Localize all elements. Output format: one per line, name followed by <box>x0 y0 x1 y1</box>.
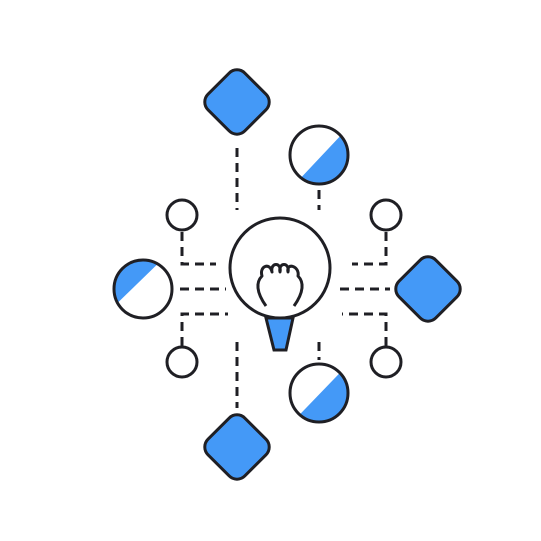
connector-lower-right <box>342 312 388 346</box>
diamond-node-icon <box>394 255 462 323</box>
connector-upper-right <box>352 232 388 266</box>
lightbulb-filament <box>256 263 304 307</box>
half-filled-circle-icon <box>288 124 350 186</box>
diamond-nodes <box>203 68 462 481</box>
diamond-node-icon <box>203 68 271 136</box>
connector-upper-left <box>180 232 216 266</box>
connector-lower-left <box>180 312 228 346</box>
small-circle-icon <box>165 345 199 379</box>
small-circle-nodes <box>165 198 403 379</box>
lightbulb-icon <box>228 216 332 352</box>
half-filled-circle-icon <box>112 258 174 320</box>
small-circle-icon <box>369 198 403 232</box>
small-circle-icon <box>369 345 403 379</box>
half-filled-circle-icon <box>288 362 350 424</box>
diamond-node-icon <box>203 413 271 481</box>
lightbulb-base <box>264 316 295 352</box>
connector-lines <box>180 148 390 408</box>
small-circle-icon <box>165 198 199 232</box>
